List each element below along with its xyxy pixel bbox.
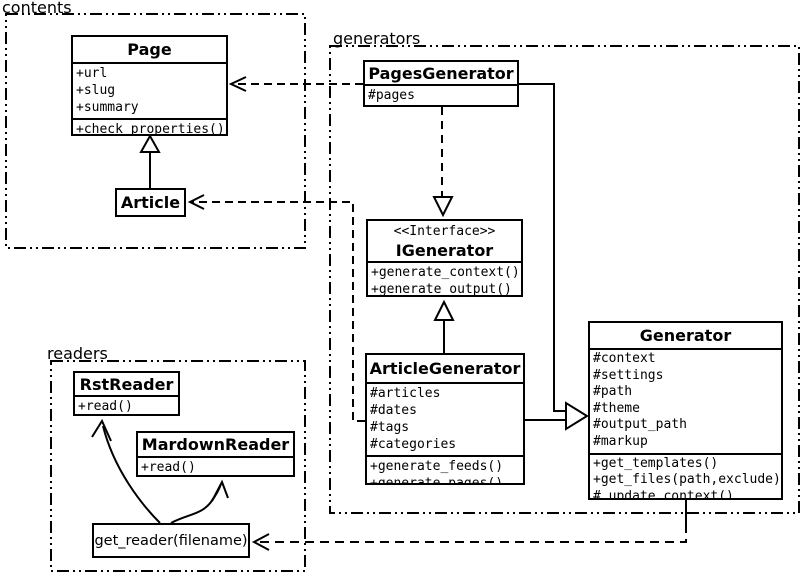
arrow-getreader-to-rstreader	[91, 418, 161, 524]
arrow-generators-to-generator-generalization	[519, 83, 589, 431]
package-readers-border	[50, 360, 306, 572]
class-pagesgenerator: PagesGenerator #pages	[363, 60, 519, 107]
method-row: +get_templates()	[593, 456, 719, 471]
attribute-row: #pages	[368, 88, 415, 103]
node-get-reader: get_reader(filename)	[92, 523, 250, 558]
method-row: #_update_context()	[593, 488, 734, 500]
attribute-row: #categories	[370, 437, 457, 452]
method-row: +read()	[141, 460, 196, 475]
package-generators-border	[329, 45, 800, 514]
class-pagesgenerator-attributes: #pages	[365, 84, 517, 104]
class-articlegenerator: ArticleGenerator #articles #dates #tags …	[365, 353, 525, 485]
arrow-pagesgenerator-to-igenerator-realization	[432, 107, 454, 218]
attribute-row: #tags	[370, 420, 410, 435]
attribute-row: #path	[593, 384, 633, 400]
attribute-row: #settings	[593, 367, 664, 383]
class-igenerator-name: IGenerator	[395, 240, 494, 260]
method-row: +get_files(path,exclude)	[593, 472, 781, 488]
class-pagesgenerator-title: PagesGenerator	[368, 63, 514, 83]
class-page-methods: +check_properties()	[73, 118, 226, 136]
class-page: Page +url +slug +summary +check_properti…	[71, 35, 228, 136]
attribute-row: #dates	[370, 403, 417, 418]
class-generator-attributes: #context #settings #path #theme #output_…	[590, 348, 781, 453]
arrow-articlegenerator-to-article-dependency	[187, 194, 365, 422]
class-rstreader: RstReader +read()	[73, 371, 180, 416]
class-rstreader-methods: +read()	[75, 395, 178, 414]
arrow-articlegenerator-to-igenerator-generalization	[433, 299, 455, 353]
class-generator-methods: +get_templates() +get_files(path,exclude…	[590, 453, 781, 500]
method-row: +read()	[78, 399, 133, 414]
class-mardownreader-methods: +read()	[138, 456, 293, 475]
method-row: +check_properties()	[76, 122, 225, 136]
class-article-title: Article	[120, 193, 181, 212]
class-articlegenerator-methods: +generate_feeds() +generate_pages()	[367, 455, 523, 485]
class-articlegenerator-title: ArticleGenerator	[369, 359, 521, 378]
class-articlegenerator-attributes: #articles #dates #tags #categories	[367, 382, 523, 455]
class-page-attributes: +url +slug +summary	[73, 62, 226, 118]
package-generators-label: generators	[333, 29, 421, 48]
arrow-pagesgenerator-to-page-dependency	[228, 76, 363, 92]
attribute-row: #articles	[370, 386, 441, 401]
arrow-article-to-page-generalization	[139, 133, 161, 189]
class-igenerator-stereotype: <<Interface>>	[393, 223, 496, 239]
class-article: Article	[115, 188, 186, 217]
method-row: +generate_pages()	[370, 476, 504, 485]
package-contents-border	[5, 13, 306, 249]
arrow-getreader-to-mardownreader	[170, 479, 229, 524]
class-rstreader-title: RstReader	[79, 374, 174, 394]
class-generator-title: Generator	[639, 326, 732, 345]
package-readers-label: readers	[47, 344, 108, 363]
method-row: +generate_output()	[371, 282, 512, 297]
node-get-reader-label: get_reader(filename)	[94, 532, 248, 549]
attribute-row: #markup	[593, 433, 648, 449]
class-igenerator-title: <<Interface>> IGenerator	[368, 221, 521, 261]
attribute-row: #output_path	[593, 417, 687, 433]
attribute-row: #context	[593, 351, 656, 366]
class-mardownreader-title: MardownReader	[141, 435, 290, 454]
package-contents-label: contents	[2, 0, 72, 17]
class-igenerator-methods: +generate_context() +generate_output()	[368, 261, 521, 297]
method-row: +generate_feeds()	[370, 459, 504, 474]
attribute-row: +url	[76, 66, 108, 81]
class-page-title: Page	[127, 40, 172, 59]
class-generator: Generator #context #settings #path #them…	[588, 321, 783, 500]
class-mardownreader: MardownReader +read()	[136, 431, 295, 477]
class-igenerator: <<Interface>> IGenerator +generate_conte…	[366, 219, 523, 297]
attribute-row: #theme	[593, 400, 640, 416]
attribute-row: +slug	[76, 83, 116, 98]
attribute-row: +summary	[76, 100, 139, 115]
arrow-generator-to-getreader-dependency	[251, 498, 687, 551]
method-row: +generate_context()	[371, 265, 520, 280]
